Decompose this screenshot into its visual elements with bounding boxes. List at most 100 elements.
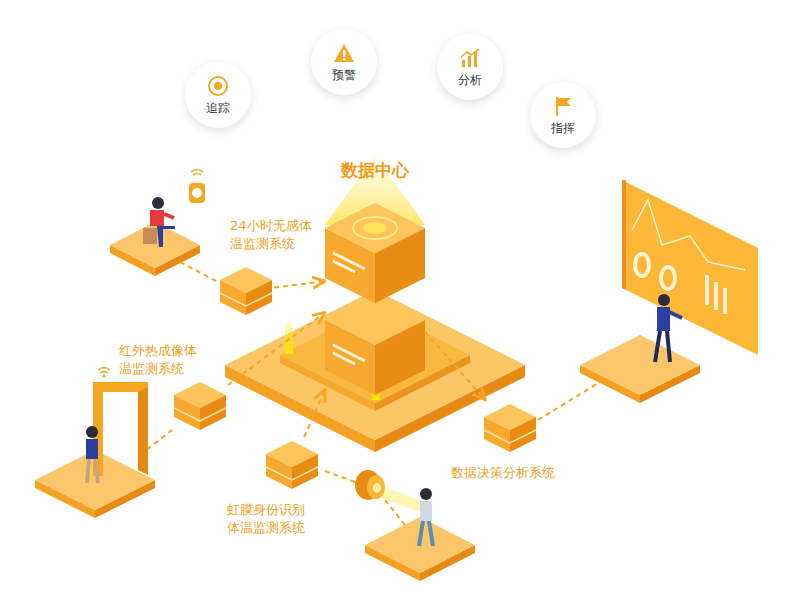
drawing-part [343, 50, 345, 57]
drawing-part [246, 280, 272, 315]
data-link [304, 389, 325, 437]
function-icon [459, 47, 481, 69]
function-icon [207, 75, 229, 97]
system-label: 虹膜身份识别体温监测系统 [227, 501, 313, 537]
function-circle: 分析 [437, 34, 503, 100]
system-label: 24小时无感体温监测系统 [230, 217, 316, 253]
device-icons [98, 170, 420, 513]
function-circle: 追踪 [185, 62, 251, 128]
drawing-part [95, 459, 98, 483]
drawing-part [86, 426, 98, 438]
drawing-part [200, 395, 226, 430]
drawing-part [510, 417, 536, 452]
drawing-part [98, 368, 110, 374]
drawing-part [558, 98, 571, 106]
drawing-part [150, 210, 164, 226]
drawing-part [285, 318, 293, 354]
drawing-part [333, 353, 355, 364]
drawing-part [152, 197, 164, 209]
drawing-part [220, 293, 272, 306]
system-cube: 虹膜身份识别体温监测系统 [264, 437, 320, 493]
drawing-part [266, 467, 318, 480]
dashboard-screen [622, 180, 758, 355]
system-cube: 红外热成像体温监测系统 [172, 378, 228, 434]
drawing-part [333, 345, 365, 361]
cube-shape [264, 437, 320, 493]
drawing-part [714, 282, 718, 310]
function-icon [333, 42, 355, 64]
drawing-part [484, 417, 510, 452]
drawing-part [363, 222, 387, 234]
drawing-part [419, 521, 423, 546]
drawing-part [667, 331, 670, 362]
drawing-part [292, 454, 318, 489]
drawing-part [266, 454, 292, 489]
center-title: 数据中心 [325, 159, 425, 182]
cube-shape [218, 263, 274, 319]
drawing-part [334, 44, 354, 62]
drawing-part [322, 470, 355, 482]
function-label: 追踪 [206, 100, 230, 116]
function-label: 预警 [332, 67, 356, 83]
drawing-part [622, 180, 626, 290]
drawing-part [174, 408, 226, 421]
drawing-part [635, 254, 649, 276]
drawing-part [333, 261, 355, 272]
system-label: 数据决策分析系统 [451, 464, 555, 482]
function-label: 指挥 [551, 120, 575, 136]
drawing-part [655, 331, 660, 362]
drawing-part [462, 60, 465, 67]
drawing-part [110, 222, 200, 268]
cube-shape [172, 378, 228, 434]
drawing-part [191, 170, 203, 176]
data-link [274, 281, 325, 287]
drawing-part [661, 267, 675, 289]
dashed-links [140, 262, 600, 525]
drawing-part [192, 188, 202, 198]
drawing-part [420, 488, 432, 500]
person-figures [86, 197, 682, 546]
drawing-part [86, 439, 98, 459]
drawing-part [333, 253, 365, 269]
drawing-part [420, 501, 432, 521]
drawing-part [365, 517, 475, 573]
data-link [228, 312, 325, 385]
drawing-part [658, 294, 670, 306]
drawing-part [353, 217, 397, 239]
data-center: 数据中心 [325, 155, 425, 395]
drawing-part [225, 290, 525, 440]
drawing-part [214, 82, 222, 90]
drawing-part [93, 382, 148, 476]
drawing-part [343, 58, 345, 60]
system-cube: 24小时无感体温监测系统 [218, 263, 274, 319]
function-label: 分析 [458, 72, 482, 88]
function-circle: 预警 [311, 29, 377, 95]
drawing-part [325, 203, 425, 253]
drawing-part [189, 183, 205, 203]
drawing-part [367, 475, 385, 499]
drawing-part [373, 483, 381, 493]
drawing-part [138, 387, 148, 475]
drawing-part [622, 180, 758, 355]
drawing-part [157, 226, 175, 247]
drawing-part [669, 312, 682, 318]
cube-shape [482, 400, 538, 456]
person-platforms [35, 222, 700, 581]
drawing-part [657, 307, 670, 331]
drawing-part [180, 262, 218, 282]
drawing-part [468, 56, 471, 67]
drawing-part [474, 52, 477, 67]
system-label: 红外热成像体温监测系统 [119, 342, 205, 378]
drawing-part [461, 49, 479, 57]
drawing-part [580, 335, 700, 395]
main-platform [225, 290, 525, 452]
server-stack [325, 155, 425, 395]
drawing-part [174, 395, 200, 430]
drawing-part [209, 77, 227, 95]
drawing-part [87, 459, 89, 483]
drawing-part [556, 97, 558, 116]
data-link [425, 332, 485, 400]
